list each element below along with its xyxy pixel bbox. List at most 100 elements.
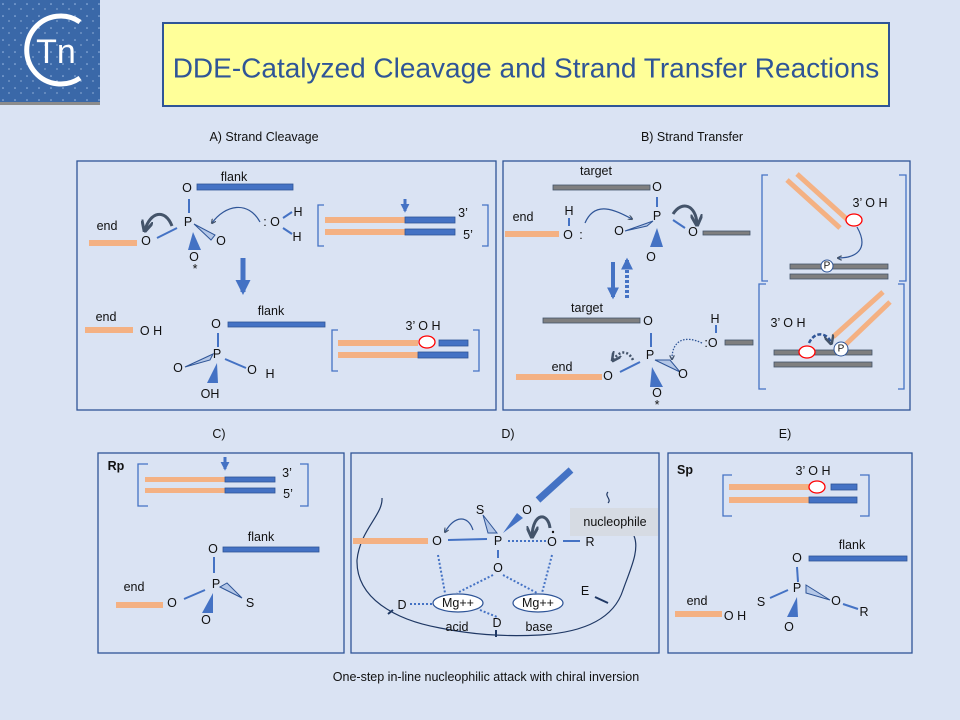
end-label: end xyxy=(687,594,708,608)
solid-wedge xyxy=(202,593,213,613)
atom-o: O xyxy=(646,250,656,264)
hashed-wedge xyxy=(184,352,215,368)
lone-pair: : xyxy=(263,215,266,229)
panel-d-frame xyxy=(350,452,660,654)
three-prime-oh-label: 3’ O H xyxy=(406,319,441,333)
atom-o: O xyxy=(173,361,183,375)
flank-strand xyxy=(222,546,320,553)
atom-h: H xyxy=(564,204,573,218)
attack-arrow-icon xyxy=(212,206,261,223)
hashed-wedge xyxy=(624,220,654,232)
atom-o: O xyxy=(643,314,653,328)
atom-p: P xyxy=(213,347,221,361)
target-label: target xyxy=(571,301,603,315)
flank-strand xyxy=(196,183,294,191)
logo-c-arc xyxy=(24,13,82,87)
atom-o: O xyxy=(247,363,257,377)
five-prime-label: 5’ xyxy=(283,487,293,501)
attack-arrow-icon xyxy=(838,226,863,258)
phosphate-circle xyxy=(820,259,834,273)
nucleophile-box xyxy=(570,508,658,536)
hashed-wedge xyxy=(482,514,499,534)
panel-a-frame xyxy=(76,160,497,411)
end-strand xyxy=(505,231,559,237)
solid-wedge xyxy=(207,363,218,383)
panel-c-heading: C) xyxy=(212,427,225,441)
brackets xyxy=(758,283,905,390)
atom-o: O xyxy=(784,620,794,634)
target-dna-bottom xyxy=(773,361,873,368)
curved-arrow-icon xyxy=(671,204,697,224)
flank-strand xyxy=(535,467,574,503)
atom-s: S xyxy=(476,503,484,517)
hydroxyl-label: O H xyxy=(140,324,162,338)
flank-label: flank xyxy=(221,170,248,184)
atom-p: P xyxy=(212,577,220,591)
phosphate-label: P xyxy=(838,344,845,355)
dna-flank-bottom xyxy=(417,351,469,359)
atom-o: O xyxy=(678,367,688,381)
atom-o: O xyxy=(189,250,199,264)
dna-end-bottom xyxy=(338,352,418,358)
dna-end-top xyxy=(338,340,418,346)
atom-o: O xyxy=(792,551,802,565)
end-label: end xyxy=(97,219,118,233)
atom-o: :O xyxy=(704,336,717,350)
end-strand xyxy=(116,602,163,608)
panel-b-frame xyxy=(502,160,911,411)
panel-a-strand-cleavage: flank O P end O O O * : O H H 3’ 5’ end … xyxy=(76,160,497,411)
panel-b-strand-transfer: target O P end H O : O O O target O P en… xyxy=(502,160,911,412)
panel-d-active-site: O P O R nucleophile S O O Mg++ Mg++ D D … xyxy=(350,452,660,654)
atom-o: O xyxy=(182,181,192,195)
bond xyxy=(447,538,488,541)
panel-c-rp: Rp 3’ 5’ flank O P end O S O xyxy=(97,452,345,654)
asterisk: * xyxy=(655,398,660,412)
atom-h: H xyxy=(265,367,274,381)
residue-tick xyxy=(387,609,394,615)
flank-label: flank xyxy=(258,304,285,318)
residue-d-label: D xyxy=(397,598,406,612)
reverse-curved-arrow-icon xyxy=(613,353,635,361)
atom-o: O xyxy=(493,561,503,575)
atom-h: H xyxy=(292,230,301,244)
hashed-wedge xyxy=(218,582,243,599)
dna-flank-top xyxy=(224,476,276,483)
dna-end-bottom xyxy=(325,229,405,235)
curved-arrow-icon xyxy=(145,213,174,230)
atom-o: O xyxy=(831,594,841,608)
mg-label: Mg++ xyxy=(442,596,474,610)
panel-a-heading: A) Strand Cleavage xyxy=(209,130,318,144)
sp-label: Sp xyxy=(677,463,693,477)
coordination-line xyxy=(437,554,446,594)
logo: Tn xyxy=(0,0,100,105)
brackets xyxy=(137,463,309,507)
bond xyxy=(156,227,178,239)
end-label: end xyxy=(96,310,117,324)
target-dna-bottom xyxy=(789,273,889,280)
enzyme-outline xyxy=(356,497,637,637)
solid-wedge xyxy=(650,228,663,247)
atom-o: O xyxy=(167,596,177,610)
enzyme-outline xyxy=(606,491,610,504)
title-box xyxy=(162,22,890,107)
five-prime-label: 5’ xyxy=(463,228,473,242)
target-strand xyxy=(552,184,651,191)
atom-o: O xyxy=(547,535,557,549)
flank-label: flank xyxy=(839,538,866,552)
atom-o: O xyxy=(688,225,698,239)
target-strand xyxy=(724,339,754,346)
bond xyxy=(842,603,859,610)
atom-p: P xyxy=(646,348,654,362)
dna-end-top xyxy=(325,217,405,223)
brackets xyxy=(331,329,480,372)
atom-o: O xyxy=(614,224,624,238)
brackets xyxy=(761,174,907,282)
three-prime-oh-label: 3’ O H xyxy=(796,464,831,478)
three-prime-label: 3’ xyxy=(282,466,292,480)
dna-end-diagonal xyxy=(795,172,852,224)
bond xyxy=(769,589,789,599)
lone-pair-dot xyxy=(551,530,555,534)
reverse-attack-arrow-icon xyxy=(672,338,703,359)
mg-label: Mg++ xyxy=(522,596,554,610)
target-strand xyxy=(702,230,751,236)
